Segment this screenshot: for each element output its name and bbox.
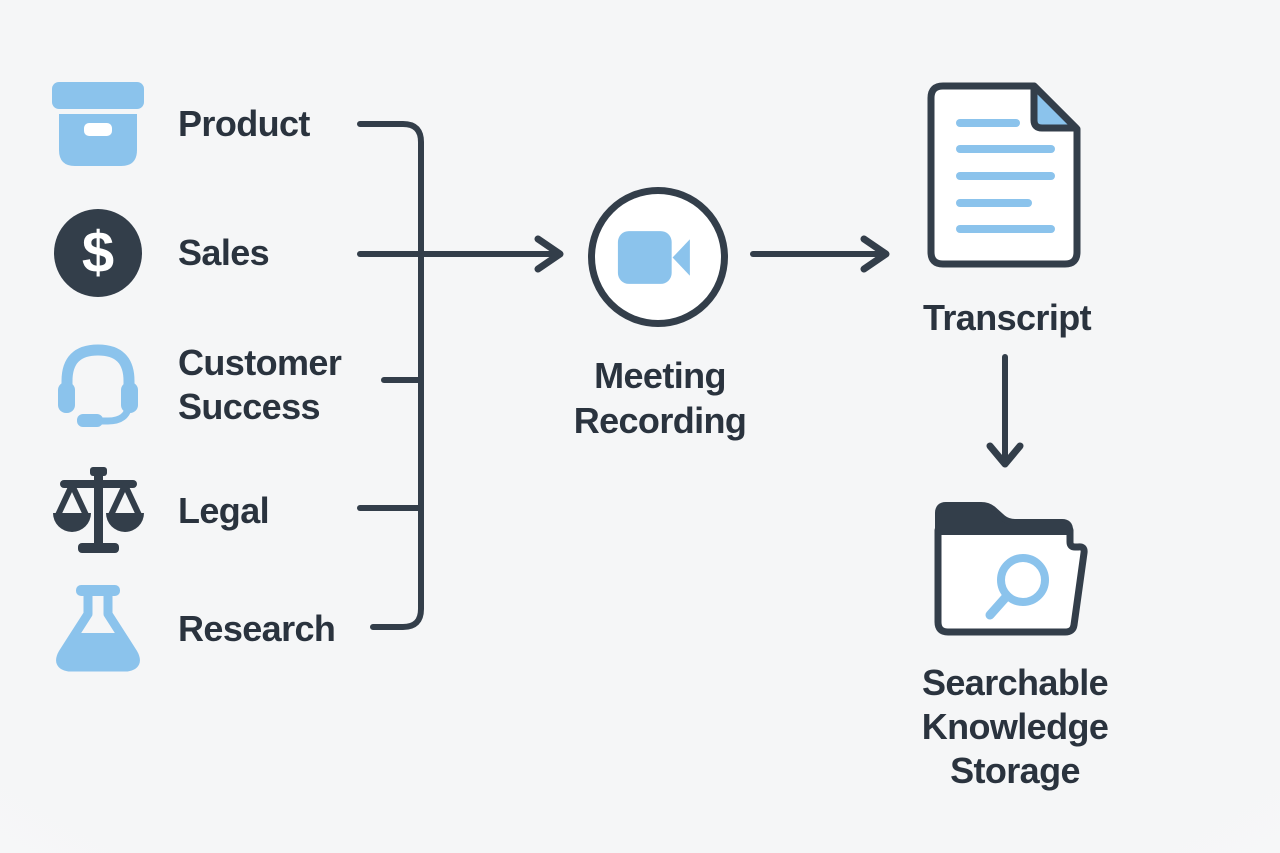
flask-icon (56, 585, 140, 672)
transcript-label: Transcript (922, 297, 1092, 338)
storage-label: Searchable Knowledge Storage (921, 662, 1109, 791)
headset-icon (58, 344, 138, 427)
dept-label-sales: Sales (178, 232, 270, 273)
dept-label-product: Product (178, 103, 310, 144)
dollar-circle-icon: $ (54, 209, 142, 297)
meeting-recording-label: Meeting Recording (573, 355, 747, 441)
dept-label-customer-success: Customer Success (178, 342, 342, 427)
arrowhead-icon (860, 235, 890, 273)
video-camera-icon (617, 230, 690, 284)
scales-icon (53, 467, 144, 553)
search-icon (997, 554, 1049, 606)
dept-label-legal: Legal (178, 490, 270, 531)
meeting-recording-node (588, 187, 728, 327)
search-folder-icon (934, 502, 1088, 636)
bracket-spine (357, 121, 424, 630)
dept-label-research: Research (178, 608, 336, 649)
document-icon (927, 82, 1081, 268)
dollar-glyph: $ (82, 220, 114, 285)
arrowhead-icon (986, 442, 1024, 468)
arrowhead-icon (534, 235, 564, 273)
archive-box-icon (52, 82, 144, 166)
